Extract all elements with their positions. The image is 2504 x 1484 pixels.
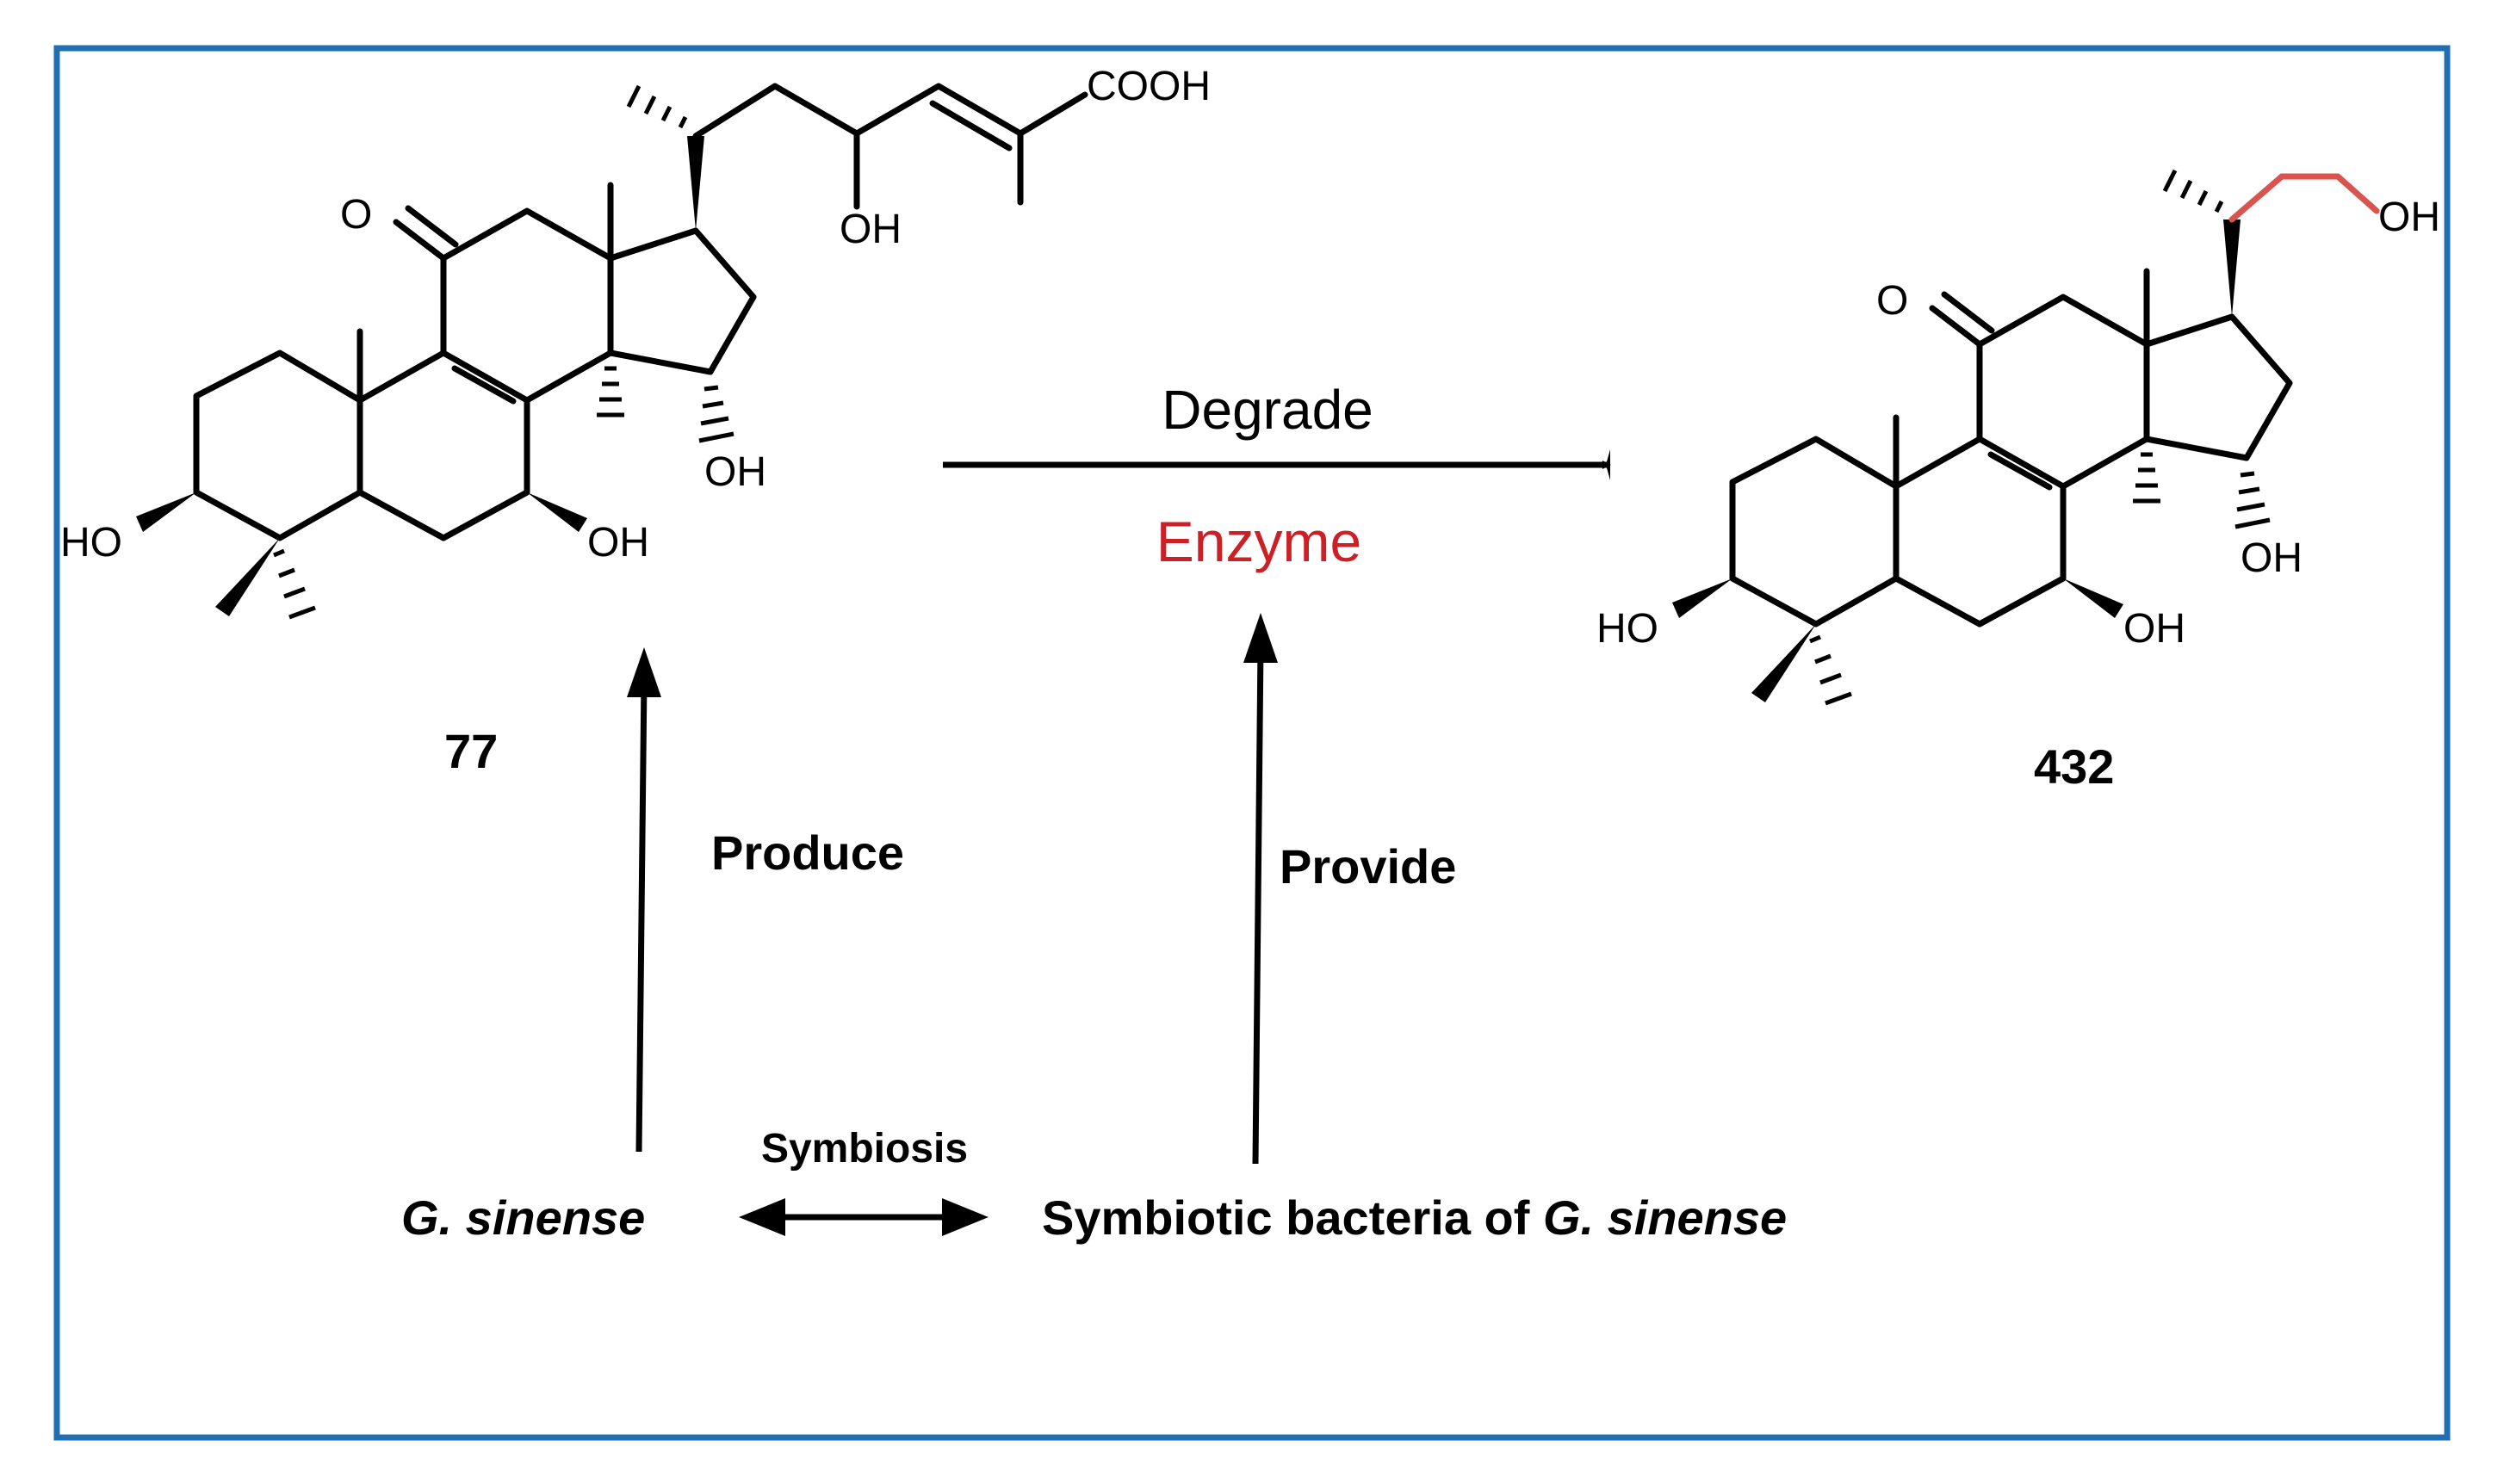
symbiosis-label: Symbiosis	[761, 1126, 968, 1172]
compound-77-structure	[136, 83, 1088, 620]
produce-arrow	[635, 679, 648, 1153]
symbiosis-arrowhead-right	[942, 1198, 989, 1236]
produce-arrowhead	[627, 647, 661, 697]
compound-77-cooh-label: COOH	[1087, 64, 1211, 109]
fungus-label: G. sinense	[401, 1190, 645, 1245]
provide-label: Provide	[1280, 839, 1456, 893]
compound-432-15-oh-label: OH	[2241, 535, 2303, 581]
degrade-label: Degrade	[1162, 379, 1373, 441]
compound-432-oxo-label: O	[1876, 278, 1908, 324]
compound-77-3-ho-label: HO	[60, 520, 122, 566]
compound-432-7-oh-label: OH	[2123, 606, 2185, 652]
diagram-frame	[53, 45, 2451, 1441]
symbiosis-arrowhead-left	[739, 1198, 785, 1236]
compound-77-oxo-label: O	[340, 192, 372, 238]
compound-77-15-oh-label: OH	[704, 449, 766, 495]
bacteria-label-species: G. sinense	[1543, 1190, 1787, 1245]
compound-432-side-oh-label: OH	[2378, 195, 2440, 240]
compound-77-id: 77	[444, 724, 498, 778]
compound-432-3-ho-label: HO	[1596, 606, 1658, 652]
produce-label: Produce	[711, 825, 904, 880]
provide-arrow	[1252, 645, 1264, 1165]
enzyme-label: Enzyme	[1156, 510, 1361, 573]
provide-arrowhead	[1243, 613, 1278, 663]
compound-432-structure	[1672, 169, 2380, 706]
bacteria-label: Symbiotic bacteria of G. sinense	[1042, 1190, 1787, 1245]
compound-77-7-oh-label: OH	[587, 520, 649, 566]
compound-77-side-oh-label: OH	[840, 207, 902, 252]
compound-432-id: 432	[2034, 739, 2114, 794]
bacteria-label-prefix: Symbiotic bacteria of	[1042, 1190, 1543, 1245]
degrade-arrowhead	[1606, 449, 1610, 480]
